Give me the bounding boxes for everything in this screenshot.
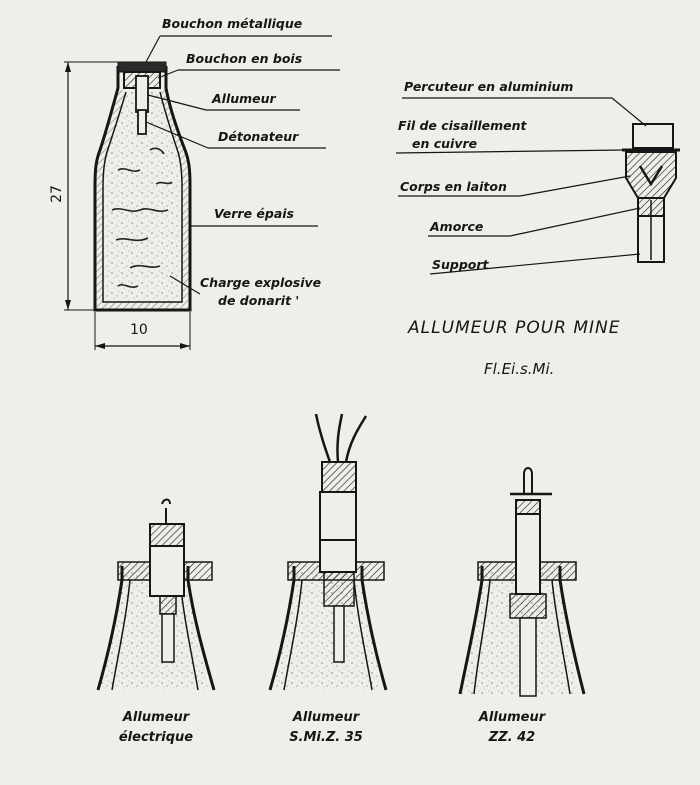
igniter-drawing xyxy=(622,123,680,263)
caption-electrique-line1: Allumeur xyxy=(122,710,190,725)
label-igniter: Allumeur xyxy=(212,91,276,106)
bottle-mine xyxy=(64,61,192,350)
neck-electrique xyxy=(96,498,216,691)
caption-smiz35: Allumeur S.Mi.Z. 35 xyxy=(266,708,386,748)
neck-smiz35 xyxy=(268,413,388,691)
igniter-leader-lines xyxy=(395,97,647,275)
caption-zz42-line1: Allumeur xyxy=(478,710,546,725)
label-charge-line2: de donarit ' xyxy=(218,293,300,308)
label-detonator: Détonateur xyxy=(218,129,299,144)
caption-electrique: Allumeur électrique xyxy=(96,708,216,748)
label-support: Support xyxy=(432,257,489,272)
caption-smiz35-line2: S.Mi.Z. 35 xyxy=(289,730,363,745)
label-shear-wire-line1: Fil de cisaillement xyxy=(398,118,527,133)
igniter-title: ALLUMEUR POUR MINE xyxy=(408,318,621,338)
label-primer: Amorce xyxy=(430,219,484,234)
label-shear-wire-line2: en cuivre xyxy=(412,136,478,151)
label-body: Corps en laiton xyxy=(400,179,507,194)
dimension-height: 27 xyxy=(48,185,65,203)
caption-zz42: Allumeur ZZ. 42 xyxy=(452,708,572,748)
dimension-width: 10 xyxy=(130,322,148,338)
igniter-subtitle: Fl.Ei.s.Mi. xyxy=(484,360,555,378)
label-thick-glass: Verre épais xyxy=(214,206,294,221)
caption-zz42-line2: ZZ. 42 xyxy=(488,730,536,745)
label-striker: Percuteur en aluminium xyxy=(404,79,574,94)
label-metal-cap: Bouchon métallique xyxy=(162,16,303,31)
label-charge-line1: Charge explosive xyxy=(200,275,322,290)
caption-electrique-line2: électrique xyxy=(118,730,194,745)
bottle-leader-lines xyxy=(145,35,340,295)
label-wood-plug: Bouchon en bois xyxy=(186,51,303,66)
neck-zz42 xyxy=(458,467,586,697)
caption-smiz35-line1: Allumeur xyxy=(292,710,360,725)
